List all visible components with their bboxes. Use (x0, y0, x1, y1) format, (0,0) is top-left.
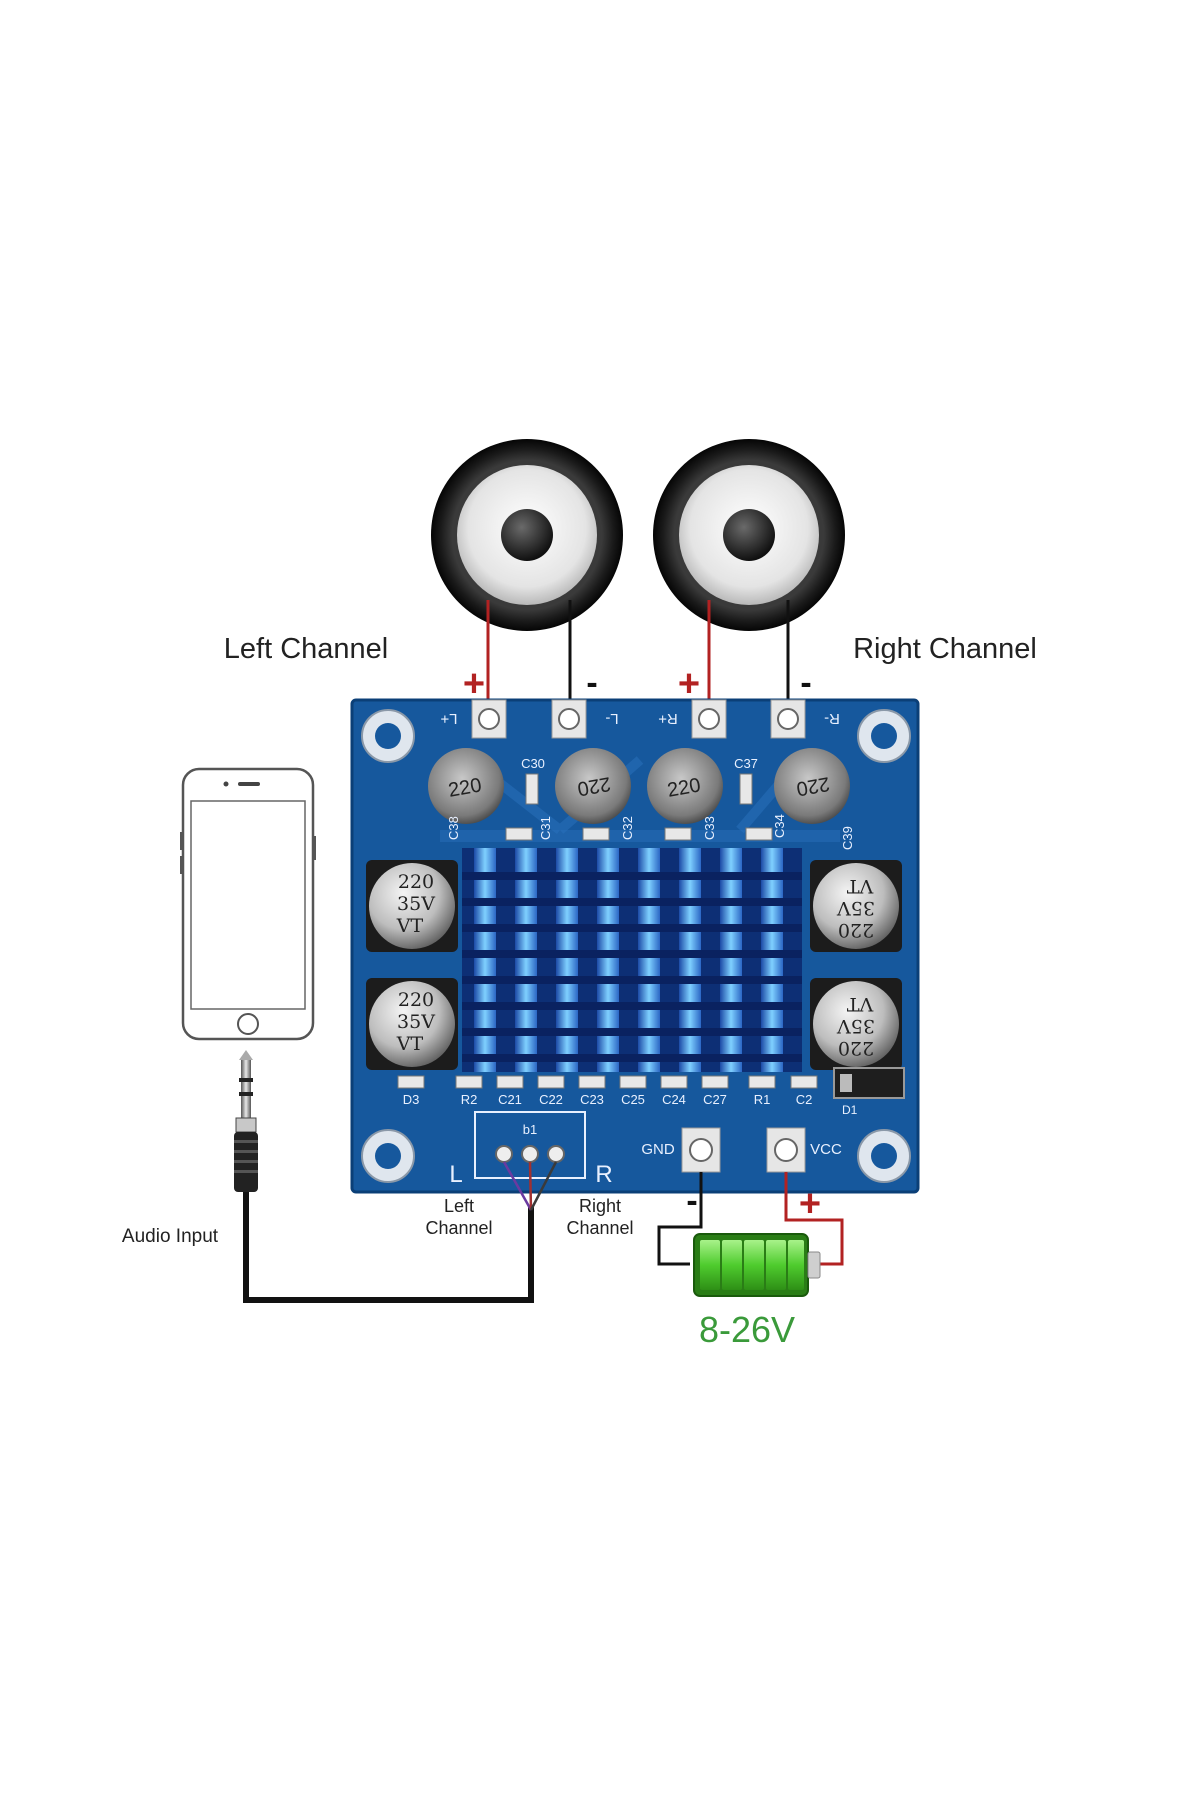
power-wires (657, 1172, 844, 1266)
label-c31: C31 (538, 816, 553, 840)
terminal-label-r-plus: R+ (658, 710, 678, 727)
audio-input-label: Audio Input (122, 1226, 219, 1247)
battery-icon (693, 1233, 821, 1297)
left-minus-mark: - (586, 664, 597, 702)
svg-text:35V: 35V (397, 893, 435, 915)
svg-text:220: 220 (838, 919, 874, 941)
input-header: b1 (474, 1111, 586, 1179)
terminal-pad (770, 699, 806, 739)
svg-text:220: 220 (398, 871, 434, 893)
input-side-left: L (449, 1161, 462, 1188)
diode-d1: D1 (833, 1067, 905, 1117)
mounting-hole (361, 709, 415, 763)
label-c32: C32 (620, 816, 635, 840)
smd-part (525, 773, 539, 805)
smd-part (745, 827, 773, 841)
input-side-right: R (595, 1161, 612, 1188)
terminal-pad (691, 699, 727, 739)
terminal-label-l-plus: L+ (440, 710, 457, 727)
voltage-label: 8-26V (699, 1309, 795, 1350)
large-capacitor: 220 35V VT (366, 978, 458, 1070)
right-channel-label: Right Channel (853, 633, 1037, 665)
audio-jack-icon (234, 1050, 258, 1192)
svg-text:C2: C2 (796, 1092, 813, 1107)
left-speaker-icon (431, 439, 623, 631)
svg-text:D3: D3 (403, 1092, 420, 1107)
right-plus-mark: + (678, 663, 700, 705)
svg-text:35V: 35V (837, 1015, 875, 1037)
label-c30: C30 (521, 756, 545, 771)
right-minus-mark: - (800, 664, 811, 702)
gnd-label: GND (641, 1141, 675, 1158)
right-speaker-icon (653, 439, 845, 631)
input-right-label-line1: Right (579, 1196, 621, 1216)
left-plus-mark: + (463, 663, 485, 705)
input-left-label-line1: Left (444, 1196, 474, 1216)
bottom-component-labels: D3 R2 C21 C22 C23 C25 C24 C27 R1 C2 (403, 1092, 813, 1107)
svg-text:R2: R2 (461, 1092, 478, 1107)
terminal-pad (681, 1127, 721, 1173)
vcc-label: VCC (810, 1141, 842, 1158)
speaker-wires (486, 600, 790, 708)
left-channel-label: Left Channel (224, 633, 388, 665)
bottom-smd-parts (397, 1075, 818, 1089)
svg-text:C23: C23 (580, 1092, 604, 1107)
svg-text:220: 220 (398, 989, 434, 1011)
svg-text:35V: 35V (397, 1011, 435, 1033)
svg-text:VT: VT (846, 993, 874, 1015)
input-right-label-line2: Channel (566, 1218, 633, 1238)
svg-text:R1: R1 (754, 1092, 771, 1107)
svg-text:220: 220 (838, 1037, 874, 1059)
terminal-pad (766, 1127, 806, 1173)
large-capacitor: 220 35V VT (810, 978, 902, 1070)
svg-text:C21: C21 (498, 1092, 522, 1107)
terminal-pad (551, 699, 587, 739)
small-capacitor: 220 (647, 748, 723, 824)
terminal-label-l-minus: L- (605, 710, 618, 727)
amplifier-board: L+ L- R+ R- 220 220 220 220 C30 C37 C38 … (350, 698, 920, 1194)
large-capacitor: 220 35V VT (810, 860, 902, 952)
svg-text:VT: VT (396, 1033, 424, 1055)
label-c37: C37 (734, 756, 758, 771)
svg-text:C24: C24 (662, 1092, 686, 1107)
battery-minus-mark: - (686, 1182, 697, 1220)
small-capacitor: 220 (555, 748, 631, 824)
smd-part (664, 827, 692, 841)
terminal-label-r-minus: R- (824, 710, 840, 727)
terminal-pad (471, 699, 507, 739)
svg-text:C25: C25 (621, 1092, 645, 1107)
input-left-label-line2: Channel (425, 1218, 492, 1238)
battery-plus-mark: + (799, 1183, 821, 1225)
svg-text:b1: b1 (523, 1122, 537, 1137)
svg-text:C22: C22 (539, 1092, 563, 1107)
smd-part (739, 773, 753, 805)
mounting-hole (361, 1129, 415, 1183)
heatsink (462, 848, 802, 1072)
svg-text:D1: D1 (842, 1103, 858, 1117)
svg-text:C27: C27 (703, 1092, 727, 1107)
svg-text:35V: 35V (837, 897, 875, 919)
svg-text:VT: VT (396, 915, 424, 937)
mounting-hole (857, 709, 911, 763)
audio-cable (243, 1161, 558, 1303)
svg-text:VT: VT (846, 875, 874, 897)
smartphone-icon (180, 767, 316, 1041)
label-c39: C39 (840, 826, 855, 850)
mounting-hole (857, 1129, 911, 1183)
label-c38: C38 (446, 816, 461, 840)
large-capacitor: 220 35V VT (366, 860, 458, 952)
label-c34: C34 (772, 814, 787, 838)
small-capacitor: 220 (774, 748, 850, 824)
smd-part (505, 827, 533, 841)
small-capacitor: 220 (428, 748, 504, 824)
label-c33: C33 (702, 816, 717, 840)
smd-part (582, 827, 610, 841)
